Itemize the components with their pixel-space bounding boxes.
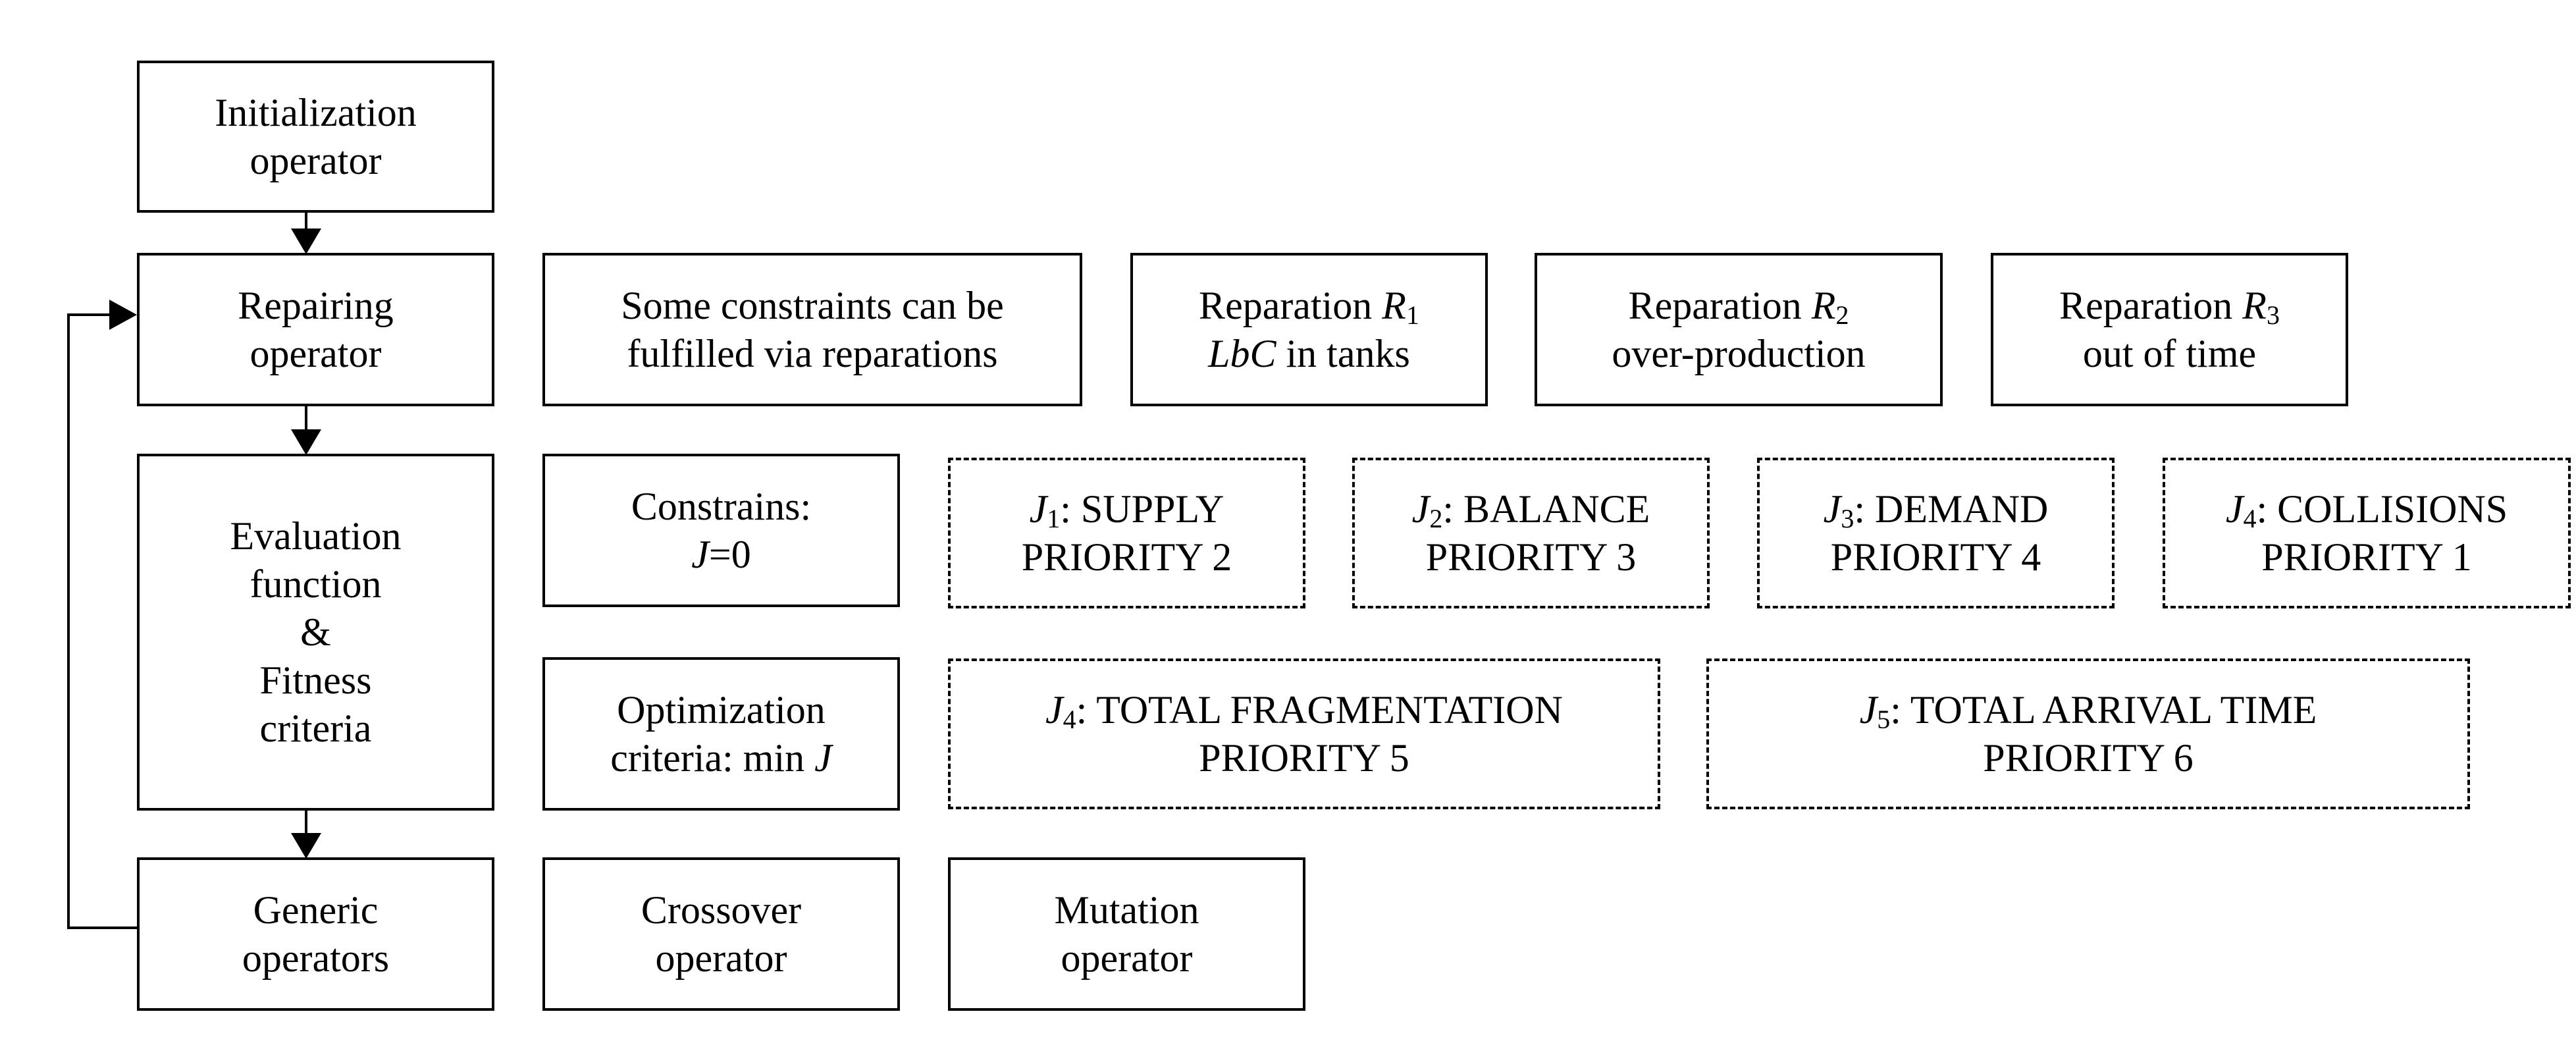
eval-line-3: & bbox=[300, 610, 331, 654]
note-word-3: can bbox=[901, 283, 957, 327]
note-word-2: constraints bbox=[720, 283, 892, 327]
mutation-operator-box: Mutation operator bbox=[948, 857, 1305, 1011]
evaluation-function-box: Evaluation function & Fitness criteria bbox=[137, 454, 494, 811]
optimization-line-2: criteria: min J bbox=[610, 736, 832, 780]
r3-line-1: Reparation R3 bbox=[2059, 283, 2280, 330]
j4-fragmentation-line-1: J4: TOTAL FRAGMENTATION bbox=[1045, 687, 1563, 734]
j2-balance-box: J2: BALANCE PRIORITY 3 bbox=[1352, 458, 1710, 608]
reparation-r2-box: Reparation R2 over-production bbox=[1535, 253, 1943, 406]
j4-fragmentation-box: J4: TOTAL FRAGMENTATION PRIORITY 5 bbox=[948, 658, 1660, 809]
r1-line-1: Reparation R1 bbox=[1199, 283, 1419, 330]
eval-line-2: function bbox=[250, 562, 382, 606]
j5-arrival-time-box: J5: TOTAL ARRIVAL TIME PRIORITY 6 bbox=[1706, 658, 2470, 809]
optimization-criteria-box: Optimization criteria: min J bbox=[542, 657, 900, 811]
j1-priority: PRIORITY 2 bbox=[1021, 535, 1232, 579]
j5-line-1: J5: TOTAL ARRIVAL TIME bbox=[1859, 687, 2317, 734]
j2-priority: PRIORITY 3 bbox=[1425, 535, 1637, 579]
optimization-line-1: Optimization bbox=[617, 687, 826, 732]
r2-line-1: Reparation R2 bbox=[1628, 283, 1849, 330]
j4-collisions-box: J4: COLLISIONS PRIORITY 1 bbox=[2163, 458, 2571, 608]
crossover-operator-box: Crossover operator bbox=[542, 857, 900, 1011]
initialization-operator-box: Initialization operator bbox=[137, 61, 494, 213]
arrow-evaluation-to-generic bbox=[291, 809, 321, 859]
mutation-line-1: Mutation bbox=[1054, 888, 1199, 932]
reparations-note-line-1: Some constraints can be bbox=[587, 282, 1038, 330]
j3-priority: PRIORITY 4 bbox=[1830, 535, 2041, 579]
j4-collisions-priority: PRIORITY 1 bbox=[2261, 535, 2472, 579]
j1-supply-box: J1: SUPPLY PRIORITY 2 bbox=[948, 458, 1305, 608]
reparation-r3-box: Reparation R3 out of time bbox=[1991, 253, 2348, 406]
j4-fragmentation-priority: PRIORITY 5 bbox=[1199, 736, 1409, 780]
crossover-line-1: Crossover bbox=[641, 888, 802, 932]
mutation-line-2: operator bbox=[1061, 936, 1193, 980]
crossover-line-2: operator bbox=[655, 936, 787, 980]
eval-line-1: Evaluation bbox=[230, 514, 402, 558]
init-line-1: Initialization bbox=[215, 90, 417, 134]
note-word-1: Some bbox=[621, 283, 711, 327]
arrow-repair-to-evaluation bbox=[291, 405, 321, 455]
init-line-2: operator bbox=[250, 138, 382, 182]
note-word-4: be bbox=[966, 283, 1004, 327]
j3-line-1: J3: DEMAND bbox=[1823, 487, 2049, 533]
constraints-line-1: Constrains: bbox=[631, 484, 812, 528]
reparations-note-line-2: fulfilled via reparations bbox=[627, 331, 998, 375]
reparations-note-box: Some constraints can be fulfilled via re… bbox=[542, 253, 1082, 406]
feedback-loop-arrow bbox=[67, 300, 137, 929]
j4-collisions-line-1: J4: COLLISIONS bbox=[2225, 487, 2508, 533]
j3-demand-box: J3: DEMAND PRIORITY 4 bbox=[1757, 458, 2115, 608]
eval-line-4: Fitness bbox=[259, 658, 372, 702]
repair-line-1: Repairing bbox=[238, 283, 394, 327]
r3-line-2: out of time bbox=[2082, 331, 2257, 375]
eval-line-5: criteria bbox=[259, 706, 372, 750]
constraints-line-2: J=0 bbox=[691, 532, 751, 576]
j2-line-1: J2: BALANCE bbox=[1411, 487, 1650, 533]
j5-priority: PRIORITY 6 bbox=[1983, 736, 2194, 780]
j1-line-1: J1: SUPPLY bbox=[1029, 487, 1224, 533]
generic-line-1: Generic bbox=[253, 888, 379, 932]
generic-operators-box: Generic operators bbox=[137, 857, 494, 1011]
r1-line-2: LbC in tanks bbox=[1208, 331, 1410, 375]
repairing-operator-box: Repairing operator bbox=[137, 253, 494, 406]
arrow-init-to-repair bbox=[291, 211, 321, 254]
repair-line-2: operator bbox=[250, 331, 382, 375]
generic-line-2: operators bbox=[242, 936, 390, 980]
constraints-box: Constrains: J=0 bbox=[542, 454, 900, 607]
reparation-r1-box: Reparation R1 LbC in tanks bbox=[1130, 253, 1488, 406]
r2-line-2: over-production bbox=[1612, 331, 1866, 375]
